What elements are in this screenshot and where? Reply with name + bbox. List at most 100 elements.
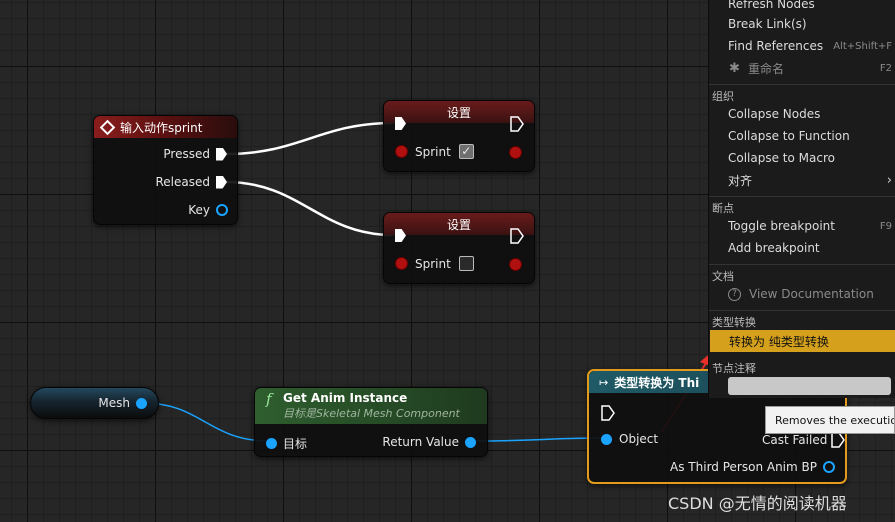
menu-item-label: Refresh Nodes	[728, 0, 815, 11]
set-1-sprint-in-icon[interactable]	[396, 146, 407, 157]
set-1-exec-in-icon[interactable]	[395, 117, 406, 130]
function-icon: f	[266, 390, 272, 408]
return-value-pin-icon[interactable]	[465, 436, 476, 448]
set-2-sprint-in-icon[interactable]	[396, 258, 407, 269]
get-anim-instance-node[interactable]: f Get Anim Instance 目标是Skeletal Mesh Com…	[254, 387, 488, 457]
menu-item-break-links[interactable]: Break Link(s)	[709, 13, 895, 35]
menu-shortcut: F9	[879, 220, 892, 232]
mesh-pin-icon[interactable]	[136, 397, 147, 409]
set-node-1[interactable]: 设置 Sprint ✓	[383, 100, 535, 172]
cast-failed-row[interactable]: Cast Failed	[762, 432, 845, 448]
menu-item-add-breakpoint[interactable]: Add breakpoint	[709, 237, 895, 259]
menu-item-label: Collapse to Macro	[728, 151, 835, 165]
menu-item-rename[interactable]: ✱ 重命名 F2	[709, 57, 895, 79]
menu-item-toggle-breakpoint[interactable]: Toggle breakpoint F9	[709, 215, 895, 237]
menu-item-refresh-nodes[interactable]: Refresh Nodes	[709, 0, 895, 15]
menu-item-label: Toggle breakpoint	[728, 219, 835, 233]
cast-object-pin-icon[interactable]	[601, 433, 612, 445]
section-cast: 类型转换	[712, 316, 756, 329]
section-node-comment: 节点注释	[712, 362, 756, 375]
pressed-label: Pressed	[163, 147, 210, 161]
released-label: Released	[155, 175, 210, 189]
exec-wire-released	[225, 180, 394, 237]
cast-output-pin-icon[interactable]	[823, 461, 835, 473]
set-2-sprint-label: Sprint	[415, 256, 451, 271]
context-menu[interactable]: Refresh Nodes Break Link(s) Find Referen…	[708, 0, 895, 398]
get-anim-target-row[interactable]: 目标	[266, 435, 307, 452]
mesh-node[interactable]: Mesh	[30, 387, 159, 419]
input-action-header[interactable]: 输入动作sprint	[94, 116, 237, 138]
set-2-checkbox[interactable]	[458, 256, 474, 271]
node-comment-input[interactable]	[728, 377, 891, 395]
menu-item-collapse-nodes[interactable]: Collapse Nodes	[709, 103, 895, 125]
menu-item-label: Collapse to Function	[728, 129, 850, 143]
menu-shortcut: F2	[879, 62, 892, 74]
menu-item-label: Collapse Nodes	[728, 107, 821, 121]
menu-separator	[709, 264, 895, 265]
cast-arrow-icon: ↦	[599, 375, 609, 389]
set-2-sprint-out-icon[interactable]	[510, 259, 521, 270]
get-anim-return-row[interactable]: Return Value	[382, 435, 476, 449]
set-1-sprint-out-icon[interactable]	[510, 147, 521, 158]
menu-item-label: 重命名	[748, 61, 785, 76]
menu-shortcut: Alt+Shift+F	[833, 40, 892, 52]
menu-item-label: 对齐	[728, 173, 753, 188]
menu-separator	[709, 196, 895, 197]
menu-item-convert-pure-cast[interactable]: 转换为 纯类型转换	[710, 330, 895, 352]
target-pin-icon[interactable]	[266, 438, 277, 449]
set-2-exec-in-icon[interactable]	[395, 229, 406, 242]
key-pin-row[interactable]: Key	[188, 203, 228, 217]
help-icon: ?	[728, 287, 741, 301]
set-node-1-title: 设置	[446, 105, 471, 120]
set-node-2-header[interactable]: 设置	[384, 213, 534, 235]
pressed-pin-row[interactable]: Pressed	[163, 147, 227, 161]
set-1-exec-out-icon[interactable]	[510, 116, 524, 132]
pressed-exec-pin-icon[interactable]	[216, 147, 227, 161]
cast-output-label: As Third Person Anim BP	[670, 460, 817, 474]
target-label: 目标	[283, 437, 308, 451]
rename-star-icon: ✱	[729, 60, 740, 76]
set-2-sprint-row[interactable]: Sprint	[396, 256, 474, 271]
cast-exec-in-icon[interactable]	[601, 405, 615, 421]
cast-output-row[interactable]: As Third Person Anim BP	[670, 460, 835, 474]
input-action-node[interactable]: 输入动作sprint Pressed Released Key	[93, 115, 238, 225]
mesh-label: Mesh	[98, 396, 130, 410]
set-1-sprint-label: Sprint	[415, 144, 451, 159]
menu-item-label: Add breakpoint	[728, 241, 820, 255]
released-exec-pin-icon[interactable]	[216, 175, 227, 189]
tooltip: Removes the execution	[765, 406, 895, 434]
submenu-arrow-icon: ›	[886, 172, 892, 188]
get-anim-subtitle: 目标是Skeletal Mesh Component	[283, 407, 460, 420]
released-pin-row[interactable]: Released	[155, 175, 227, 189]
get-anim-header[interactable]: f Get Anim Instance 目标是Skeletal Mesh Com…	[255, 388, 487, 424]
menu-item-label: 转换为 纯类型转换	[729, 334, 829, 349]
tooltip-text: Removes the execution	[775, 413, 895, 427]
object-wire-anim	[471, 437, 607, 442]
return-value-label: Return Value	[382, 435, 459, 449]
input-action-title: 输入动作sprint	[120, 120, 203, 135]
key-pin-icon[interactable]	[216, 204, 228, 216]
cast-failed-exec-icon[interactable]	[831, 432, 845, 448]
menu-item-label: View Documentation	[749, 287, 874, 301]
menu-item-align[interactable]: 对齐 ›	[709, 169, 895, 191]
set-1-checkbox[interactable]: ✓	[458, 144, 474, 159]
cast-object-row[interactable]: Object	[601, 432, 658, 446]
get-anim-title: Get Anim Instance	[283, 391, 408, 405]
set-1-sprint-row[interactable]: Sprint ✓	[396, 144, 474, 159]
set-node-1-header[interactable]: 设置	[384, 101, 534, 123]
exec-wire-pressed	[225, 121, 394, 156]
menu-item-collapse-macro[interactable]: Collapse to Macro	[709, 147, 895, 169]
menu-separator	[709, 310, 895, 311]
set-node-2[interactable]: 设置 Sprint	[383, 212, 535, 284]
menu-item-find-references[interactable]: Find References Alt+Shift+F	[709, 35, 895, 57]
watermark: CSDN @无情的阅读机器	[668, 494, 847, 513]
set-node-2-title: 设置	[446, 217, 471, 232]
key-label: Key	[188, 203, 210, 217]
set-2-exec-out-icon[interactable]	[510, 228, 524, 244]
menu-item-collapse-function[interactable]: Collapse to Function	[709, 125, 895, 147]
menu-item-view-documentation[interactable]: ? View Documentation	[709, 283, 895, 305]
menu-separator	[709, 84, 895, 85]
section-organize: 组织	[712, 90, 734, 103]
mesh-pin-row[interactable]: Mesh	[98, 396, 147, 410]
cast-failed-label: Cast Failed	[762, 433, 828, 447]
